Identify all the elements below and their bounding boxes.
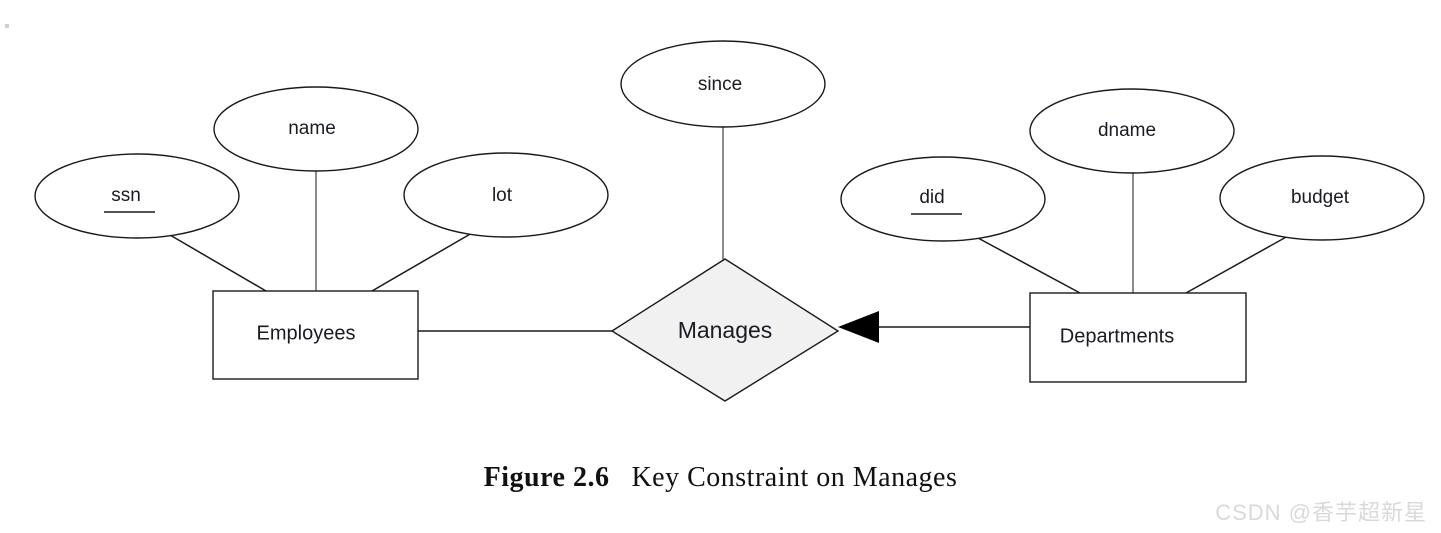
attribute-did[interactable]: did — [840, 156, 1046, 242]
name-ellipse[interactable] — [213, 86, 419, 172]
lot-ellipse[interactable] — [403, 152, 609, 238]
departments-box[interactable] — [1029, 292, 1247, 383]
departments-label: Departments — [1060, 325, 1175, 347]
ssn-label: ssn — [111, 185, 141, 206]
employees-label: Employees — [257, 322, 356, 344]
edge-budget-departments — [1185, 235, 1289, 294]
edge-lot-employees — [371, 232, 473, 292]
employees-box[interactable] — [212, 290, 419, 380]
dname-ellipse[interactable] — [1029, 88, 1235, 174]
manages-label: Manages — [678, 317, 773, 343]
attribute-dname[interactable]: dname — [1029, 88, 1235, 174]
key-constraint-arrow-icon — [838, 311, 879, 343]
entity-departments[interactable]: Departments — [1029, 292, 1247, 383]
did-ellipse[interactable] — [840, 156, 1046, 242]
attribute-since[interactable]: since — [620, 40, 826, 128]
attribute-name[interactable]: name — [213, 86, 419, 172]
relationship-manages[interactable]: Manages — [610, 258, 840, 402]
entity-employees[interactable]: Employees — [212, 290, 419, 380]
edge-did-departments — [977, 237, 1081, 294]
edge-ssn-employees — [169, 234, 267, 292]
attribute-ssn[interactable]: ssn — [34, 153, 240, 239]
manages-diamond[interactable] — [610, 258, 840, 402]
attribute-budget[interactable]: budget — [1219, 155, 1425, 241]
did-label: did — [919, 187, 944, 208]
dname-label: dname — [1098, 120, 1156, 141]
name-label: name — [288, 118, 336, 139]
attribute-lot[interactable]: lot — [403, 152, 609, 238]
edge-layer — [169, 127, 1289, 332]
since-ellipse[interactable] — [620, 40, 826, 128]
budget-ellipse[interactable] — [1219, 155, 1425, 241]
lot-label: lot — [492, 185, 513, 206]
corner-artifact-dot — [5, 24, 9, 28]
ssn-ellipse[interactable] — [34, 153, 240, 239]
since-label: since — [698, 74, 742, 95]
budget-label: budget — [1291, 187, 1350, 208]
